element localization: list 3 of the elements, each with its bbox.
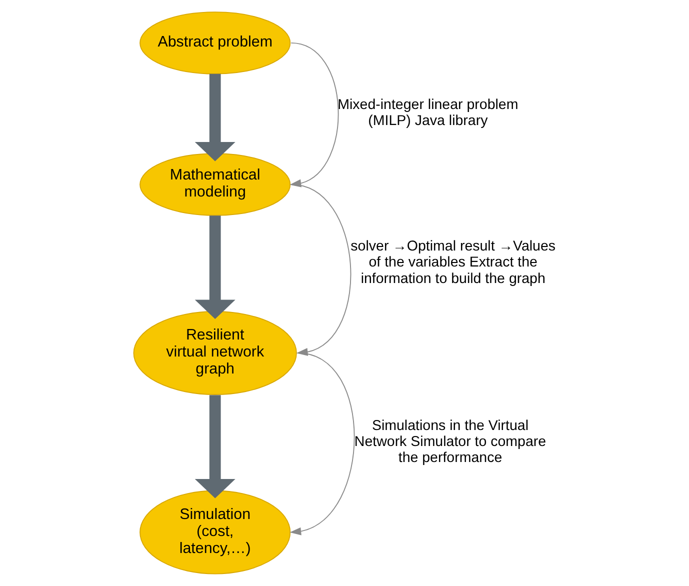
edge-label: Mixed-integer linear problem (MILP) Java library (337, 96, 518, 130)
edge-label: Simulations in the Virtual Network Simulator to compare the performance (354, 418, 546, 466)
edge-label: solver →Optimal result →Values of the variables Extract the information to build the graph (350, 238, 556, 287)
